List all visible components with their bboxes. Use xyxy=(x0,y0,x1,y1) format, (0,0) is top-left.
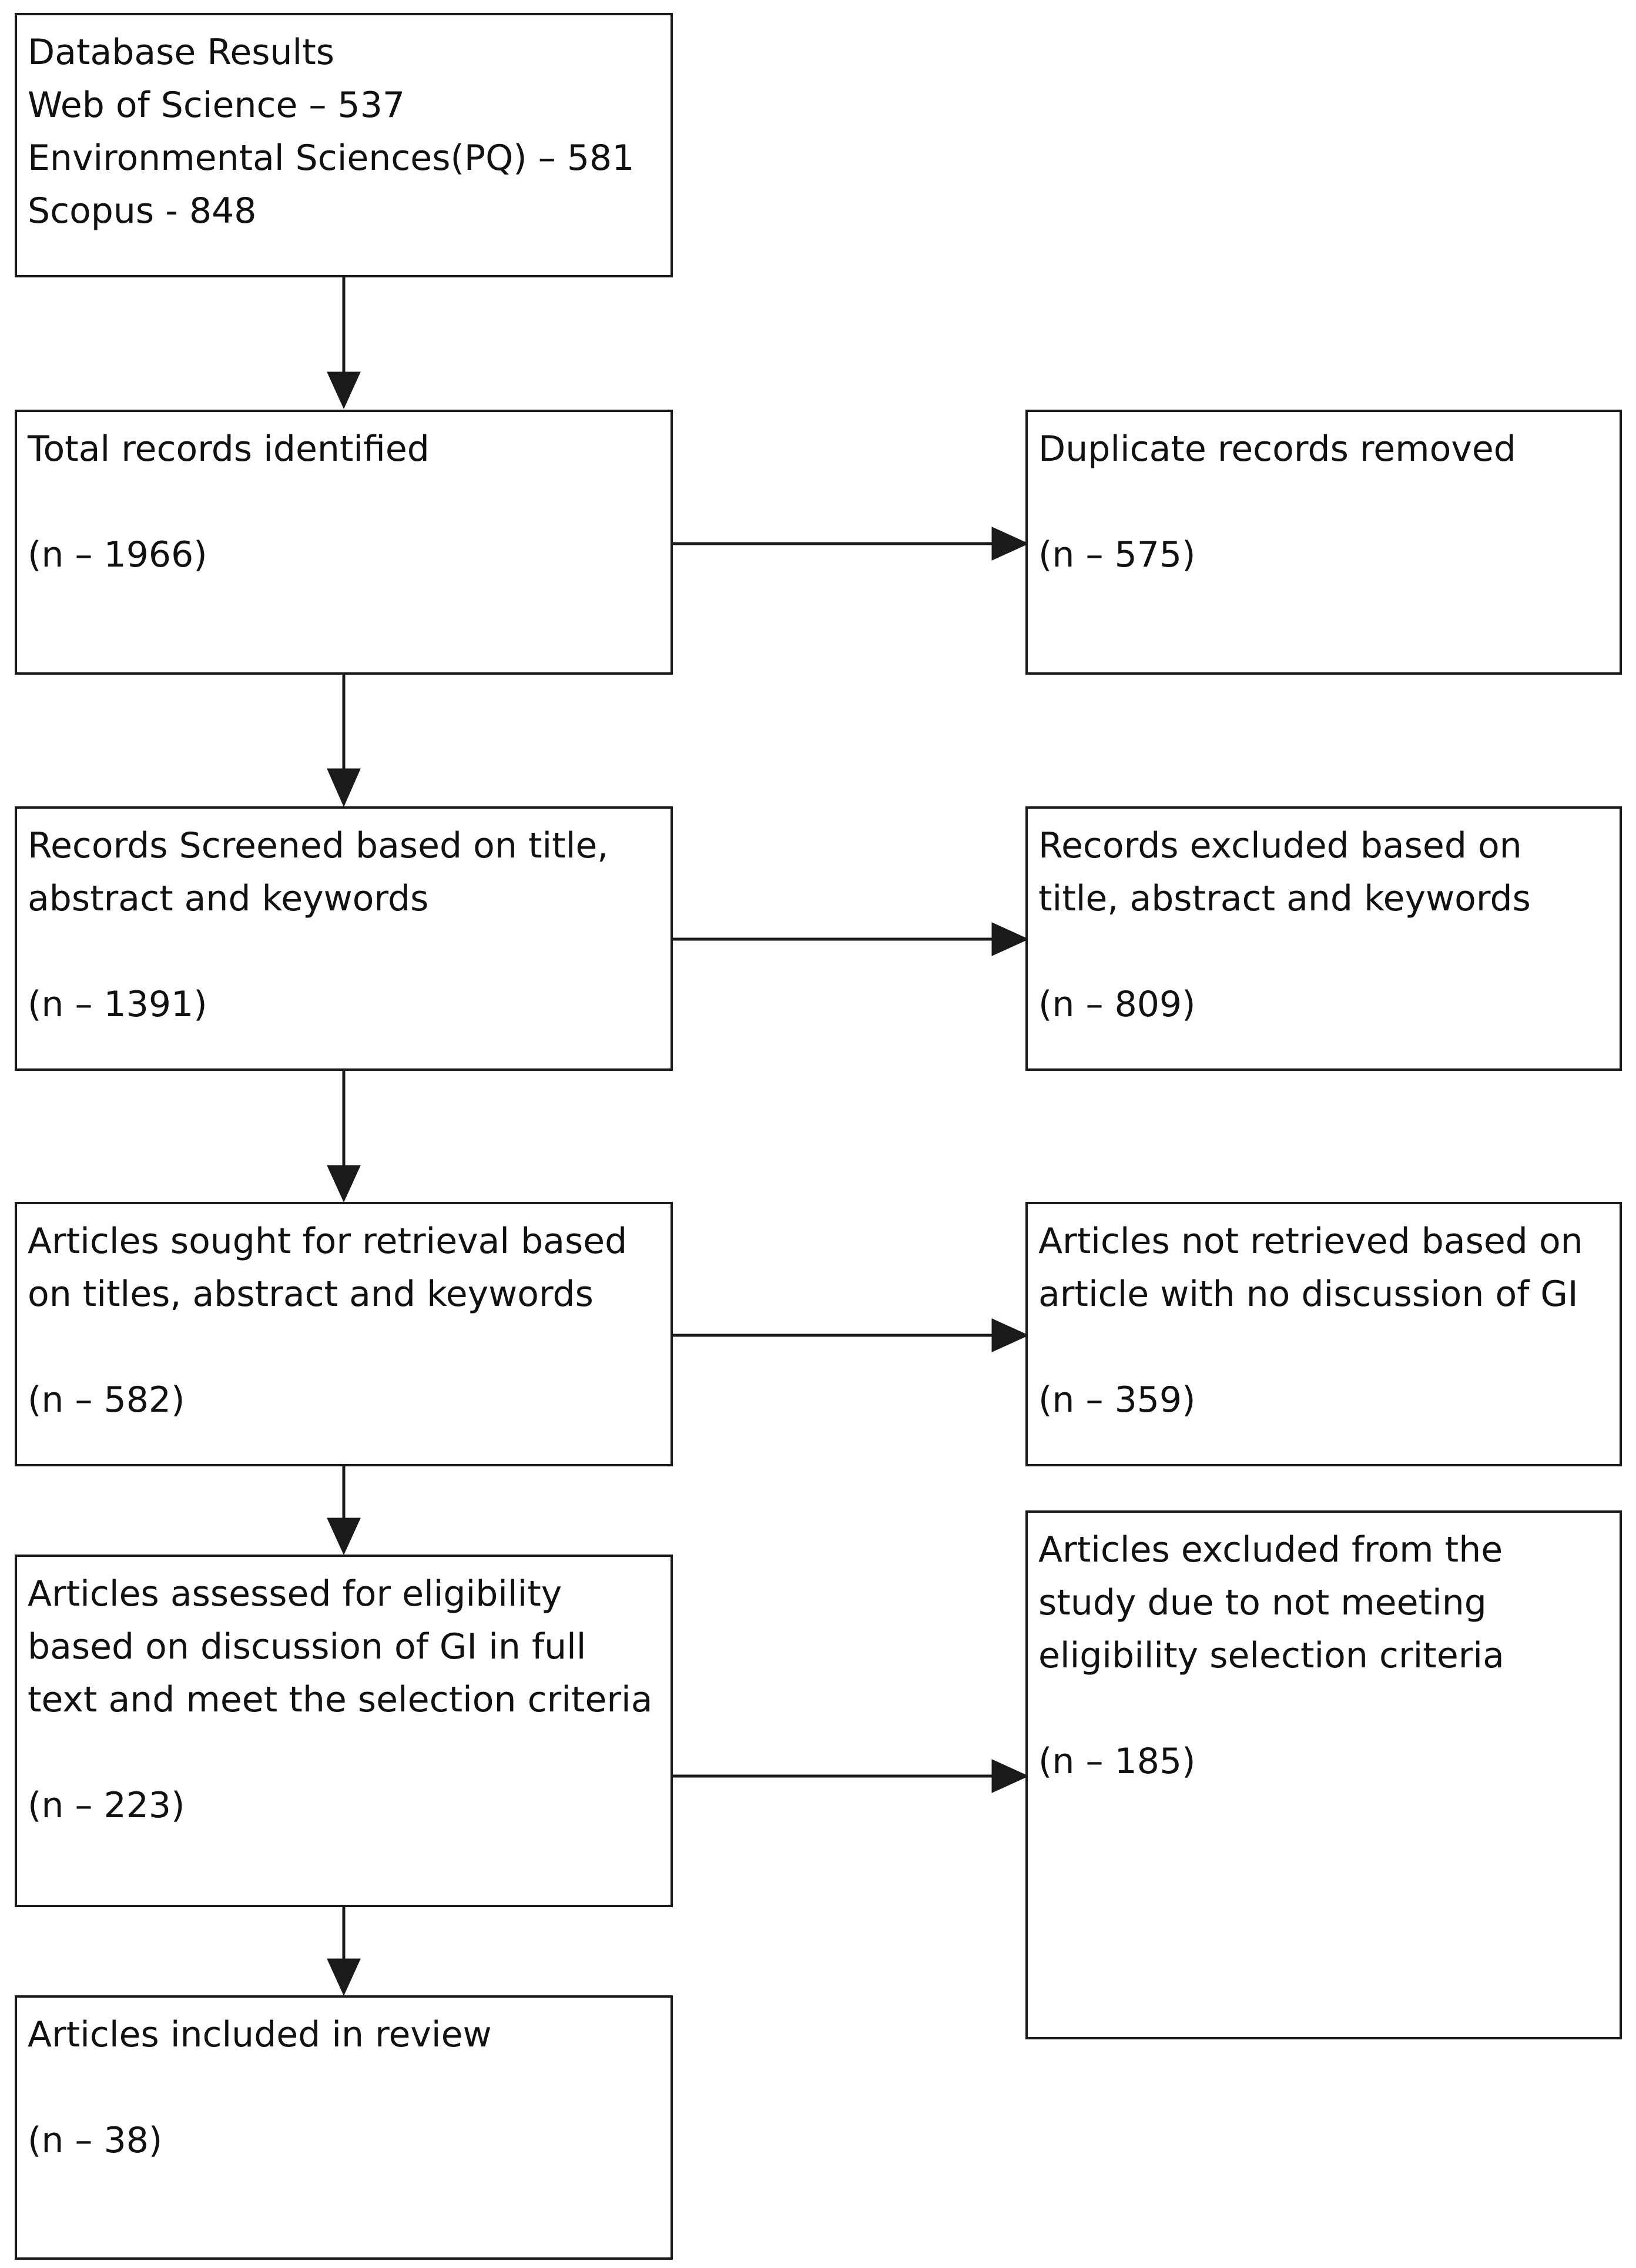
not-retrieved-label-line-1: Articles not retrieved based on xyxy=(1038,1221,1583,1262)
screened-count: (n – 1391) xyxy=(28,984,207,1025)
identified-box: Total records identified (n – 1966) xyxy=(15,410,673,675)
database-environmental-sciences: Environmental Sciences(PQ) – 581 xyxy=(28,138,635,179)
sought-label-line-1: Articles sought for retrieval based xyxy=(28,1221,628,1262)
arrowhead-right xyxy=(991,922,1030,956)
arrowhead-down xyxy=(327,768,361,808)
arrowhead-down xyxy=(327,1517,361,1556)
not-retrieved-label-line-2: article with no discussion of GI xyxy=(1038,1274,1578,1315)
duplicates-box: Duplicate records removed (n – 575) xyxy=(1025,410,1622,675)
database-web-of-science: Web of Science – 537 xyxy=(28,85,405,126)
duplicates-count: (n – 575) xyxy=(1038,534,1196,575)
assessed-label-line-2: based on discussion of GI in full xyxy=(28,1626,586,1667)
excluded-screen-count: (n – 809) xyxy=(1038,984,1196,1025)
sought-label-line-2: on titles, abstract and keywords xyxy=(28,1274,594,1315)
excluded-eligibility-box: Articles excluded from the study due to … xyxy=(1025,1510,1622,2039)
screened-box: Records Screened based on title, abstrac… xyxy=(15,806,673,1071)
arrowhead-right xyxy=(991,1318,1030,1352)
screened-label-line-2: abstract and keywords xyxy=(28,878,429,919)
excluded-screen-label-line-1: Records excluded based on xyxy=(1038,825,1522,866)
arrowhead-down xyxy=(327,371,361,410)
included-label: Articles included in review xyxy=(28,2014,492,2055)
arrowhead-down xyxy=(327,1165,361,1203)
not-retrieved-count: (n – 359) xyxy=(1038,1379,1196,1421)
sought-count: (n – 582) xyxy=(28,1379,185,1421)
included-count: (n – 38) xyxy=(28,2120,163,2161)
included-box: Articles included in review (n – 38) xyxy=(15,1995,673,2260)
excluded-eligibility-count: (n – 185) xyxy=(1038,1741,1196,1782)
excluded-eligibility-label-line-2: study due to not meeting xyxy=(1038,1582,1487,1623)
excluded-eligibility-label-line-3: eligibility selection criteria xyxy=(1038,1635,1504,1676)
assessed-label-line-3: text and meet the selection criteria xyxy=(28,1679,653,1720)
not-retrieved-box: Articles not retrieved based on article … xyxy=(1025,1202,1622,1466)
database-results-box: Database Results Web of Science – 537 En… xyxy=(15,13,673,277)
identified-label: Total records identified xyxy=(28,428,430,470)
excluded-eligibility-label-line-1: Articles excluded from the xyxy=(1038,1529,1503,1570)
sought-box: Articles sought for retrieval based on t… xyxy=(15,1202,673,1466)
assessed-count: (n – 223) xyxy=(28,1785,185,1826)
arrowhead-down xyxy=(327,1958,361,1996)
arrowhead-right xyxy=(991,1759,1030,1793)
assessed-label-line-1: Articles assessed for eligibility xyxy=(28,1573,562,1614)
arrowhead-right xyxy=(991,527,1030,561)
database-results-title: Database Results xyxy=(28,32,335,73)
assessed-box: Articles assessed for eligibility based … xyxy=(15,1555,673,1907)
excluded-screen-box: Records excluded based on title, abstrac… xyxy=(1025,806,1622,1071)
identified-count: (n – 1966) xyxy=(28,534,207,575)
duplicates-label: Duplicate records removed xyxy=(1038,428,1516,470)
database-scopus: Scopus - 848 xyxy=(28,190,257,232)
screened-label-line-1: Records Screened based on title, xyxy=(28,825,609,866)
excluded-screen-label-line-2: title, abstract and keywords xyxy=(1038,878,1531,919)
